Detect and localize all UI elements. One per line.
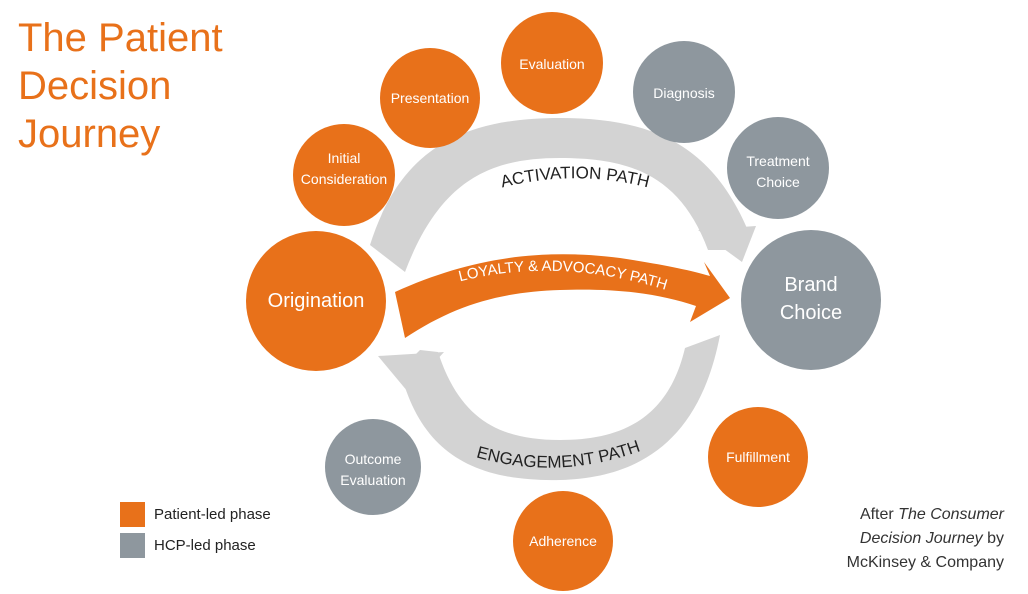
engagement-arrow [378, 335, 720, 481]
node-diagnosis: Diagnosis [633, 41, 735, 143]
activation-arrow [370, 118, 756, 272]
legend-swatch-patient [120, 502, 145, 527]
attribution: After The Consumer Decision Journey by M… [847, 503, 1004, 575]
title-line-1: The Patient [18, 16, 223, 60]
node-initial-consideration: Initial Consideration [293, 124, 395, 226]
node-brand-label-2: Choice [780, 302, 842, 324]
legend: Patient-led phase HCP-led phase [120, 499, 271, 561]
node-outcome-label-2: Evaluation [340, 472, 405, 488]
node-treatment-choice: Treatment Choice [727, 117, 829, 219]
node-outcome-evaluation: Outcome Evaluation [325, 419, 421, 515]
node-brand-choice: Brand Choice [741, 230, 881, 370]
node-outcome-label-1: Outcome [345, 451, 402, 467]
node-fulfillment-label: Fulfillment [726, 449, 790, 465]
legend-item-patient: Patient-led phase [120, 499, 271, 530]
node-treatment-label-2: Choice [756, 174, 800, 190]
node-adherence: Adherence [513, 491, 613, 591]
legend-item-hcp: HCP-led phase [120, 530, 271, 561]
activation-path-label: ACTIVATION PATH [499, 163, 652, 191]
credit-title-part-1: The Consumer [898, 506, 1004, 523]
credit-prefix: After [859, 506, 899, 523]
node-initial-label-2: Consideration [301, 171, 387, 187]
title-line-3: Journey [18, 112, 161, 156]
legend-swatch-hcp [120, 533, 145, 558]
credit-company: McKinsey & Company [846, 554, 1004, 571]
title-line-2: Decision [18, 64, 172, 108]
loyalty-arrow [395, 254, 730, 338]
node-origination: Origination [246, 231, 386, 371]
node-initial-label-1: Initial [328, 150, 361, 166]
page-title: The Patient Decision Journey [18, 14, 223, 158]
node-evaluation: Evaluation [501, 12, 603, 114]
node-presentation-label: Presentation [391, 90, 470, 106]
credit-title-part-2: Decision Journey [859, 530, 983, 547]
legend-label-patient: Patient-led phase [154, 506, 271, 523]
node-evaluation-label: Evaluation [519, 56, 584, 72]
node-diagnosis-label: Diagnosis [653, 85, 714, 101]
credit-suffix: by [982, 530, 1004, 547]
node-adherence-label: Adherence [529, 533, 597, 549]
node-treatment-label-1: Treatment [746, 153, 809, 169]
node-origination-label: Origination [268, 290, 365, 312]
node-presentation: Presentation [380, 48, 480, 148]
node-brand-label-1: Brand [784, 274, 837, 296]
legend-label-hcp: HCP-led phase [154, 537, 256, 554]
node-fulfillment: Fulfillment [708, 407, 808, 507]
